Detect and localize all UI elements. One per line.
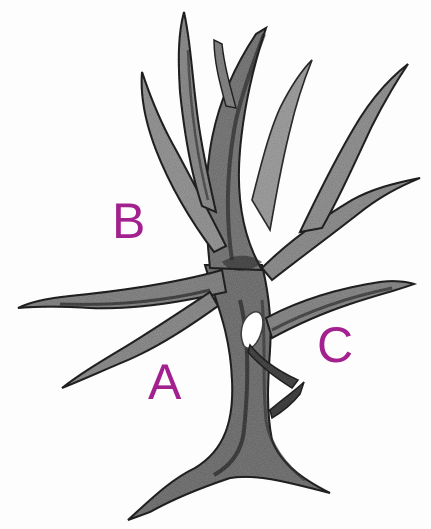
region-label-b: B — [112, 196, 145, 246]
region-label-c: C — [317, 320, 353, 370]
region-label-a: A — [148, 357, 181, 407]
branch-center-right — [252, 60, 312, 230]
